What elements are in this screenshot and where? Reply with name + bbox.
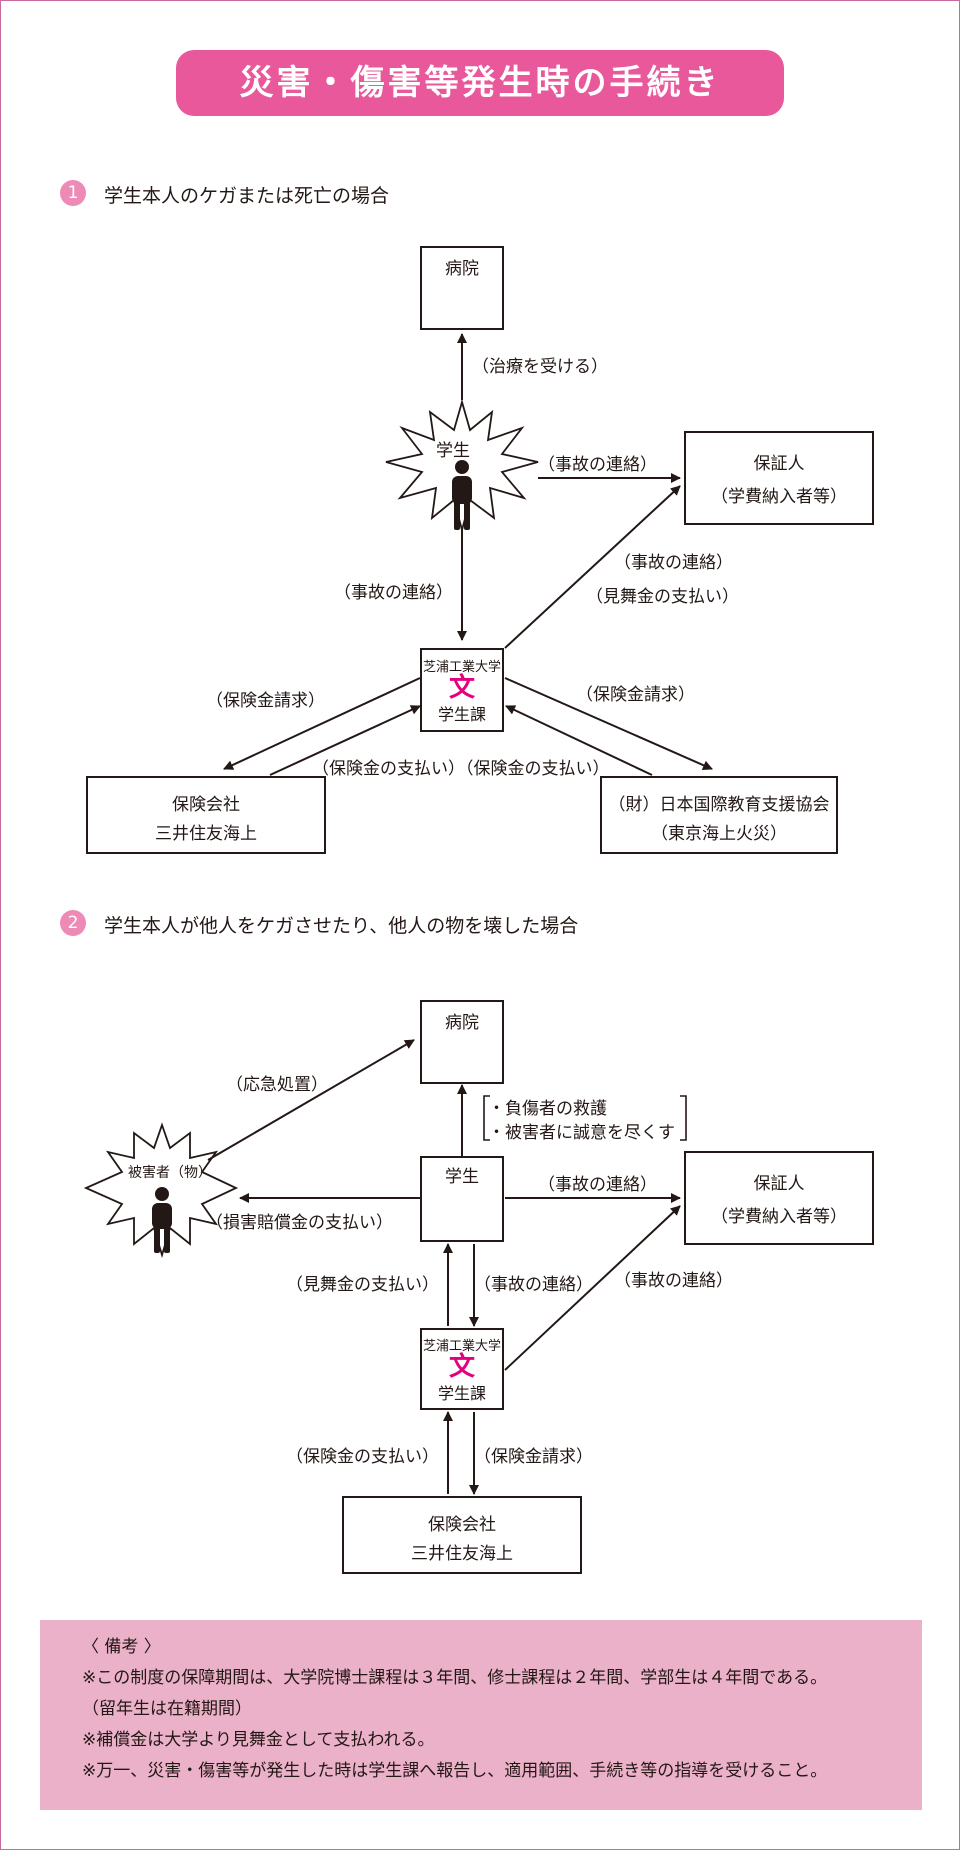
hospital-box-2: 病院	[420, 1000, 504, 1084]
notes-panel: 〈 備考 〉 ※この制度の保障期間は、大学院博士課程は３年間、修士課程は２年間、…	[40, 1620, 922, 1810]
insurer-name: 保険会社	[428, 1515, 496, 1535]
university-box-2: 芝浦工業大学 文 学生課	[420, 1328, 504, 1410]
notes-line-3: ※補償金は大学より見舞金として支払われる。	[82, 1730, 435, 1750]
label-univ-to-guarantor-1: （事故の連絡）	[614, 553, 733, 573]
association-sub: （東京海上火災）	[651, 824, 787, 844]
label-claim-right: （保険金請求）	[576, 685, 695, 705]
university-name: 芝浦工業大学	[422, 660, 501, 675]
notes-line-4: ※万一、災害・傷害等が発生した時は学生課へ報告し、適用範囲、手続き等の指導を受け…	[82, 1761, 828, 1781]
hospital-label: 病院	[445, 259, 479, 279]
university-mark: 文	[448, 1352, 475, 1382]
section-number-1: 1	[60, 180, 86, 206]
label-treatment: （治療を受ける）	[472, 357, 608, 377]
section-heading-2: 学生本人が他人をケガさせたり、他人の物を壊した場合	[104, 915, 579, 937]
university-dept: 学生課	[437, 1384, 486, 1403]
label-contact-univ-1: （事故の連絡）	[334, 583, 453, 603]
label-damages: （損害賠償金の支払い）	[206, 1213, 393, 1233]
association-box: （財）日本国際教育支援協会 （東京海上火災）	[600, 776, 838, 854]
label-insurance-pay: （保険金の支払い）	[286, 1447, 439, 1467]
notes-line-2: （留年生は在籍期間）	[82, 1699, 252, 1719]
guarantor-name: 保証人	[753, 454, 805, 474]
label-sympathy: （見舞金の支払い）	[286, 1275, 439, 1295]
university-mark: 文	[448, 673, 475, 703]
label-contact-guarantor-1: （事故の連絡）	[538, 455, 657, 475]
label-contact-guarantor-2: （事故の連絡）	[538, 1175, 657, 1195]
notes-line-1: ※この制度の保障期間は、大学院博士課程は３年間、修士課程は２年間、学部生は４年間…	[82, 1668, 828, 1688]
guarantor-name: 保証人	[753, 1174, 805, 1194]
student-label-2: 学生	[445, 1167, 479, 1187]
section-heading-1: 学生本人のケガまたは死亡の場合	[104, 185, 390, 207]
association-name: （財）日本国際教育支援協会	[608, 795, 830, 815]
page-title: 災害・傷害等発生時の手続き	[176, 50, 784, 116]
label-payment: （保険金の支払い）（保険金の支払い）	[312, 759, 610, 779]
label-univ-to-guarantor-2: （見舞金の支払い）	[586, 587, 739, 607]
guarantor-box-2: 保証人 （学費納入者等）	[684, 1151, 874, 1245]
hospital-label: 病院	[445, 1013, 479, 1033]
section-number-2: 2	[60, 910, 86, 936]
notes-heading: 〈 備考 〉	[82, 1637, 161, 1657]
guarantor-box-1: 保証人 （学費納入者等）	[684, 431, 874, 525]
university-dept: 学生課	[437, 705, 486, 724]
university-box-1: 芝浦工業大学 文 学生課	[420, 648, 504, 732]
label-claim-left: （保険金請求）	[206, 691, 325, 711]
guarantor-sub: （学費納入者等）	[711, 1207, 847, 1227]
person-icon	[452, 460, 472, 530]
label-duty-2: ・被害者に誠意を尽くす	[488, 1123, 675, 1143]
label-insurance-claim: （保険金請求）	[474, 1447, 593, 1467]
insurer-sub: 三井住友海上	[411, 1544, 513, 1564]
insurer-box-2: 保険会社 三井住友海上	[342, 1496, 582, 1574]
student-box-2: 学生	[420, 1156, 504, 1242]
insurer-box-1: 保険会社 三井住友海上	[86, 776, 326, 854]
insurer-name: 保険会社	[172, 795, 240, 815]
label-univ-to-guarantor-2: （事故の連絡）	[614, 1271, 733, 1291]
university-name: 芝浦工業大学	[422, 1339, 501, 1354]
hospital-box-1: 病院	[420, 246, 504, 330]
label-first-aid: （応急処置）	[226, 1075, 328, 1095]
person-icon	[152, 1187, 172, 1253]
victim-label: 被害者（物）	[128, 1165, 212, 1181]
insurer-sub: 三井住友海上	[155, 824, 257, 844]
label-contact-univ-2: （事故の連絡）	[474, 1275, 593, 1295]
guarantor-sub: （学費納入者等）	[711, 487, 847, 507]
student-label-1: 学生	[436, 441, 470, 461]
label-duty-1: ・負傷者の救護	[488, 1099, 607, 1119]
